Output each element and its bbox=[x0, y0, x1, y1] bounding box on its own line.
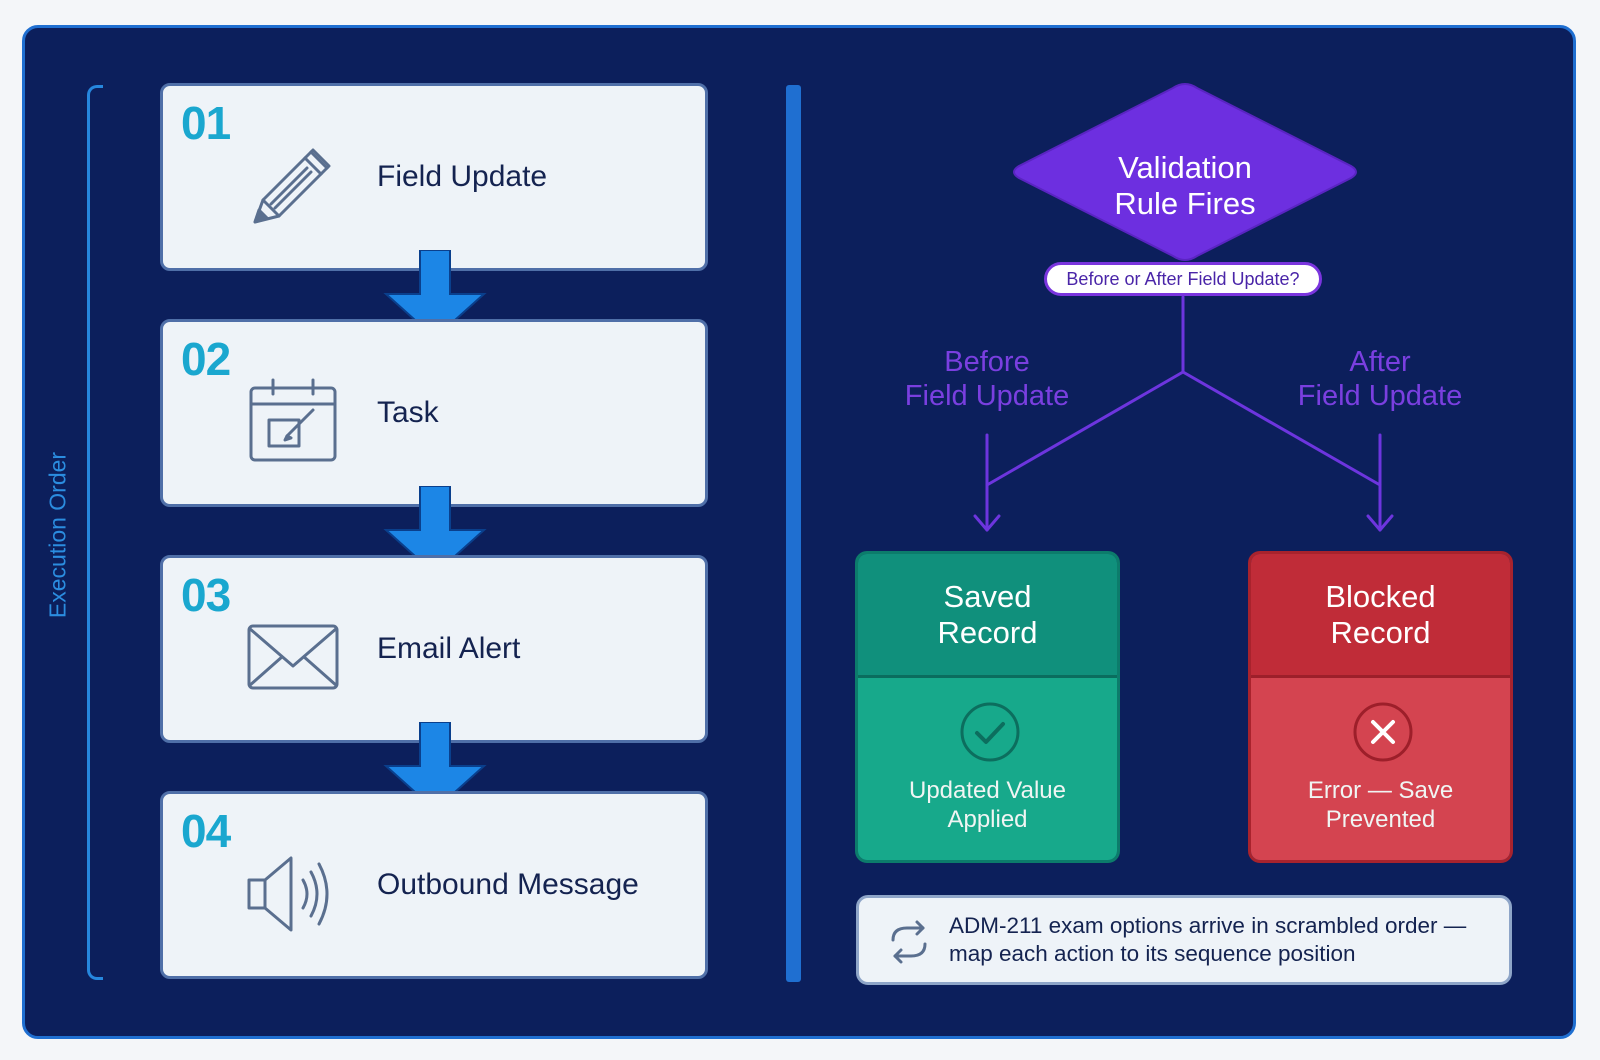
saved-record-box: Saved Record Updated Value Applied bbox=[855, 551, 1120, 863]
decision-title-line-2: Rule Fires bbox=[1114, 186, 1256, 221]
envelope-icon bbox=[247, 624, 339, 690]
step-number: 03 bbox=[181, 569, 231, 621]
step-number: 01 bbox=[181, 97, 231, 149]
blocked-caption-line-1: Error — Save bbox=[1307, 777, 1454, 804]
shuffle-arrows-icon bbox=[891, 920, 927, 964]
blocked-title-line-1: Blocked bbox=[1325, 578, 1436, 614]
step-card-03: 03 Email Alert bbox=[160, 555, 708, 743]
note-line-1: ADM-211 exam options arrive in scrambled… bbox=[949, 913, 1467, 938]
step-card-04: 04 Outbound Message bbox=[160, 791, 708, 979]
branch-label-before: Before Field Update bbox=[847, 345, 1127, 413]
decision-diamond bbox=[1013, 82, 1357, 262]
execution-order-bracket bbox=[87, 85, 103, 980]
check-circle-icon bbox=[960, 702, 1020, 762]
speaker-icon bbox=[247, 856, 329, 932]
blocked-caption-line-2: Prevented bbox=[1325, 806, 1436, 833]
x-circle-icon bbox=[1353, 702, 1413, 762]
blocked-record-box: Blocked Record Error — Save Prevented bbox=[1248, 551, 1513, 863]
step-card-01: 01 Field Update bbox=[160, 83, 708, 271]
saved-caption-line-2: Applied bbox=[947, 806, 1028, 833]
step-label: Task bbox=[377, 396, 439, 429]
step-label: Outbound Message bbox=[377, 868, 639, 901]
exam-note: ADM-211 exam options arrive in scrambled… bbox=[856, 895, 1512, 985]
blocked-record-body: Error — Save Prevented bbox=[1251, 678, 1510, 860]
decision-title: Validation Rule Fires bbox=[1005, 150, 1365, 222]
blocked-caption: Error — Save Prevented bbox=[1251, 776, 1510, 834]
branch-before-line-2: Field Update bbox=[904, 380, 1070, 412]
saved-caption: Updated Value Applied bbox=[858, 776, 1117, 834]
saved-caption-line-1: Updated Value bbox=[908, 777, 1066, 804]
saved-record-body: Updated Value Applied bbox=[858, 678, 1117, 860]
down-arrow-icon bbox=[383, 722, 487, 812]
step-card-02: 02 Task bbox=[160, 319, 708, 507]
branch-before-line-1: Before bbox=[944, 346, 1030, 378]
branch-after-line-2: Field Update bbox=[1297, 380, 1463, 412]
note-line-2: map each action to its sequence position bbox=[949, 941, 1356, 966]
saved-title-line-2: Record bbox=[937, 614, 1038, 650]
step-label: Field Update bbox=[377, 160, 548, 193]
pencil-icon bbox=[253, 148, 331, 224]
step-number: 04 bbox=[181, 805, 231, 857]
blocked-title-line-2: Record bbox=[1330, 614, 1431, 650]
saved-title-line-1: Saved bbox=[943, 578, 1032, 614]
execution-order-label: Execution Order bbox=[44, 451, 71, 619]
down-arrow-icon bbox=[383, 486, 487, 576]
calendar-task-icon bbox=[249, 378, 337, 462]
decision-title-line-1: Validation bbox=[1118, 150, 1252, 185]
saved-record-title: Saved Record bbox=[858, 554, 1117, 678]
decision-question-pill: Before or After Field Update? bbox=[1044, 262, 1322, 296]
branch-after-line-1: After bbox=[1349, 346, 1411, 378]
section-divider bbox=[786, 85, 801, 982]
down-arrow-icon bbox=[383, 250, 487, 340]
note-text: ADM-211 exam options arrive in scrambled… bbox=[949, 912, 1494, 968]
blocked-record-title: Blocked Record bbox=[1251, 554, 1510, 678]
step-label: Email Alert bbox=[377, 632, 521, 665]
branch-label-after: After Field Update bbox=[1240, 345, 1520, 413]
step-number: 02 bbox=[181, 333, 231, 385]
